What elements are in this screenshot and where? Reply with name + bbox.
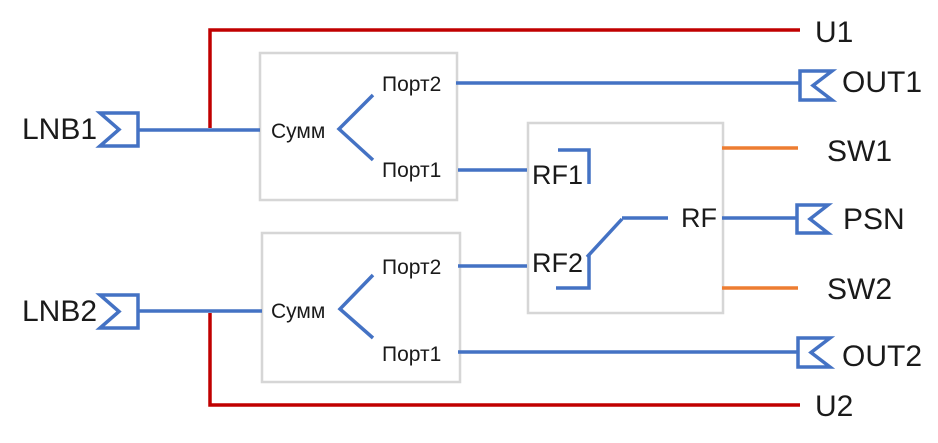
u2-label: U2 [815,390,853,423]
combiner1-chevron-icon [336,93,375,162]
combiner2-port2-label: Порт2 [382,256,441,279]
combiner2-box [260,231,462,384]
lnb2-connector-icon [95,293,140,330]
sw2-label: SW2 [827,273,892,306]
rf2-label: RF2 [532,248,583,278]
psn-label: PSN [843,203,905,236]
rf2-contact-icon [556,255,591,290]
combiner2-chevron-icon [337,273,375,340]
switch-arm-icon [585,217,624,259]
u1-label: U1 [815,16,853,49]
combiner1-port2-label: Порт2 [382,73,441,96]
rf-label: RF [681,203,717,233]
rf1-label: RF1 [532,160,583,190]
rf1-contact-icon [558,148,591,184]
combiner1-port1-label: Порт1 [382,159,441,182]
out2-connector-icon [796,336,836,369]
lnb1-connector-icon [95,111,140,148]
combiner2-label: Сумм [271,300,325,323]
out1-label: OUT1 [842,66,922,99]
u1-power-line [208,28,800,128]
combiner1-box [258,51,459,202]
out1-connector-icon [798,69,838,102]
combiner2-port1-label: Порт1 [382,343,441,366]
u2-power-line [208,313,800,407]
combiner1-label: Сумм [271,120,325,143]
sw1-label: SW1 [827,135,892,168]
psn-connector-icon [795,203,834,235]
lnb1-label: LNB1 [22,113,97,146]
lnb2-label: LNB2 [22,295,97,328]
out2-label: OUT2 [842,340,922,373]
